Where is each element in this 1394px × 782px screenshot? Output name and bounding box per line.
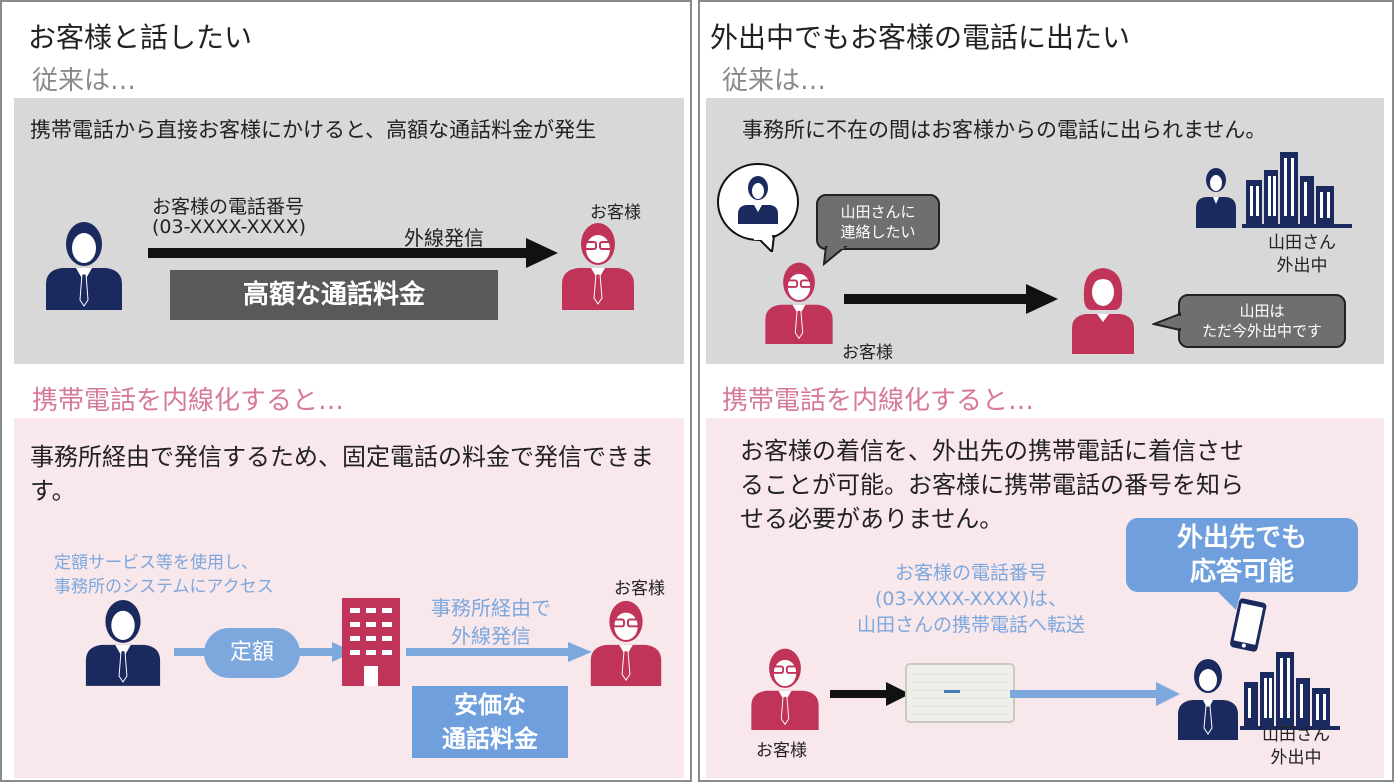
bubble-staff-2: ただ今外出中です [1201, 322, 1322, 340]
office-building-icon [340, 596, 402, 688]
after-desc-line-3: せる必要がありません。 [740, 505, 1004, 533]
bubble-tail-icon [822, 245, 852, 270]
black-arrow-icon [844, 284, 1058, 318]
cheap-banner-1: 安価な [454, 691, 526, 719]
yamada-out-label: 山田さん 外出中 [1252, 232, 1352, 278]
left-before-desc: 携帯電話から直接お客様にかけると、高額な通話料金が発生 [30, 118, 597, 142]
thought-bubble-icon [714, 160, 806, 252]
left-outgoing-label: 外線発信 [404, 226, 484, 250]
crimson-customer-icon [746, 644, 824, 730]
via-office-label: 事務所経由で 外線発信 [416, 594, 566, 650]
forward-note-3: 山田さんの携帯電話へ転送 [856, 614, 1085, 636]
crimson-customer-icon [558, 218, 638, 310]
pbx-device-icon [904, 662, 1016, 724]
navy-person-icon [82, 594, 164, 686]
right-after-label: 携帯電話を内線化すると… [722, 386, 1035, 416]
yamada-bottom-2: 外出中 [1270, 748, 1322, 768]
cheap-banner: 安価な 通話料金 [412, 686, 568, 758]
left-before-box: 携帯電話から直接お客様にかけると、高額な通話料金が発生 お客様の電話番号 (03… [14, 98, 684, 364]
crimson-customer-icon [760, 258, 838, 344]
crimson-woman-staff-icon [1070, 262, 1136, 354]
bubble-customer-1: 山田さんに [840, 203, 916, 221]
bubble-staff-1: 山田は [1239, 302, 1285, 320]
left-after-label: 携帯電話を内線化すると… [32, 386, 345, 416]
callout-1: 外出先でも [1176, 523, 1307, 553]
service-note-1: 定額サービス等を使用し、 [54, 553, 258, 573]
left-after-box: 事務所経由で発信するため、固定電話の料金で発信できます。 定額サービス等を使用し… [14, 418, 684, 778]
callout-2: 応答可能 [1189, 557, 1294, 587]
navy-person-icon [42, 216, 126, 310]
left-number-label-2: (03-XXXX-XXXX) [152, 216, 307, 238]
forward-note-1: お客様の電話番号 [894, 562, 1047, 584]
right-customer-label-bottom: お客様 [756, 741, 807, 761]
left-after-desc: 事務所経由で発信するため、固定電話の料金で発信できます。 [30, 443, 654, 505]
right-before-box: 事務所に不在の間はお客様からの電話に出られません。 山田さんに 連絡したい お客… [706, 98, 1384, 364]
smartphone-icon [1228, 598, 1268, 654]
flat-rate-pill: 定額 [204, 628, 300, 678]
after-desc-line-2: ることが可能。お客様に携帯電話の番号を知ら [740, 471, 1244, 499]
forward-note-2: (03-XXXX-XXXX)は、 [874, 588, 1067, 610]
left-panel: お客様と話したい 従来は… 携帯電話から直接お客様にかけると、高額な通話料金が発… [0, 0, 692, 782]
right-after-box: お客様の着信を、外出先の携帯電話に着信させ ることが可能。お客様に携帯電話の番号… [706, 418, 1384, 778]
blue-line-2-icon [406, 642, 592, 666]
callout-tail-icon [1214, 588, 1244, 616]
bubble-tail-left-icon [1150, 312, 1182, 338]
right-before-label: 従来は… [722, 66, 827, 96]
navy-person-city-icon [1192, 150, 1352, 228]
cheap-banner-2: 通話料金 [442, 725, 538, 753]
via-office-2: 外線発信 [451, 624, 531, 648]
black-arrow-short-icon [830, 682, 910, 710]
right-title: 外出中でもお客様の電話に出たい [710, 21, 1131, 54]
left-customer-label-bottom: お客様 [614, 579, 665, 599]
yamada-out-2: 外出中 [1276, 256, 1328, 276]
yamada-bottom-1: 山田さん [1262, 725, 1330, 745]
left-before-label: 従来は… [32, 66, 137, 96]
customer-speech-bubble: 山田さんに 連絡したい [816, 194, 940, 250]
right-panel: 外出中でもお客様の電話に出たい 従来は… 事務所に不在の間はお客様からの電話に出… [698, 0, 1394, 782]
via-office-1: 事務所経由で [431, 596, 551, 620]
bubble-customer-2: 連絡したい [840, 223, 916, 241]
right-after-desc: お客様の着信を、外出先の携帯電話に着信させ ることが可能。お客様に携帯電話の番号… [740, 434, 1340, 536]
respond-anywhere-callout: 外出先でも 応答可能 [1126, 518, 1358, 592]
left-customer-label-top: お客様 [590, 203, 641, 223]
yamada-out-1: 山田さん [1268, 233, 1336, 253]
service-note-2: 事務所のシステムにアクセス [54, 577, 274, 597]
yamada-bottom-label: 山田さん 外出中 [1246, 724, 1346, 770]
right-before-desc: 事務所に不在の間はお客様からの電話に出られません。 [742, 118, 1267, 142]
black-arrow-icon [148, 238, 558, 272]
expensive-banner: 高額な通話料金 [170, 270, 498, 320]
navy-person-city-icon [1174, 648, 1344, 740]
left-number-label-1: お客様の電話番号 [152, 196, 305, 218]
right-customer-label-mid: お客様 [842, 343, 893, 363]
blue-forward-arrow-icon [1010, 682, 1180, 710]
staff-speech-bubble: 山田は ただ今外出中です [1178, 294, 1346, 348]
after-desc-line-1: お客様の着信を、外出先の携帯電話に着信させ [740, 437, 1244, 465]
crimson-customer-icon [586, 596, 666, 686]
left-title: お客様と話したい [28, 21, 253, 54]
forward-note: お客様の電話番号 (03-XXXX-XXXX)は、 山田さんの携帯電話へ転送 [806, 560, 1136, 638]
